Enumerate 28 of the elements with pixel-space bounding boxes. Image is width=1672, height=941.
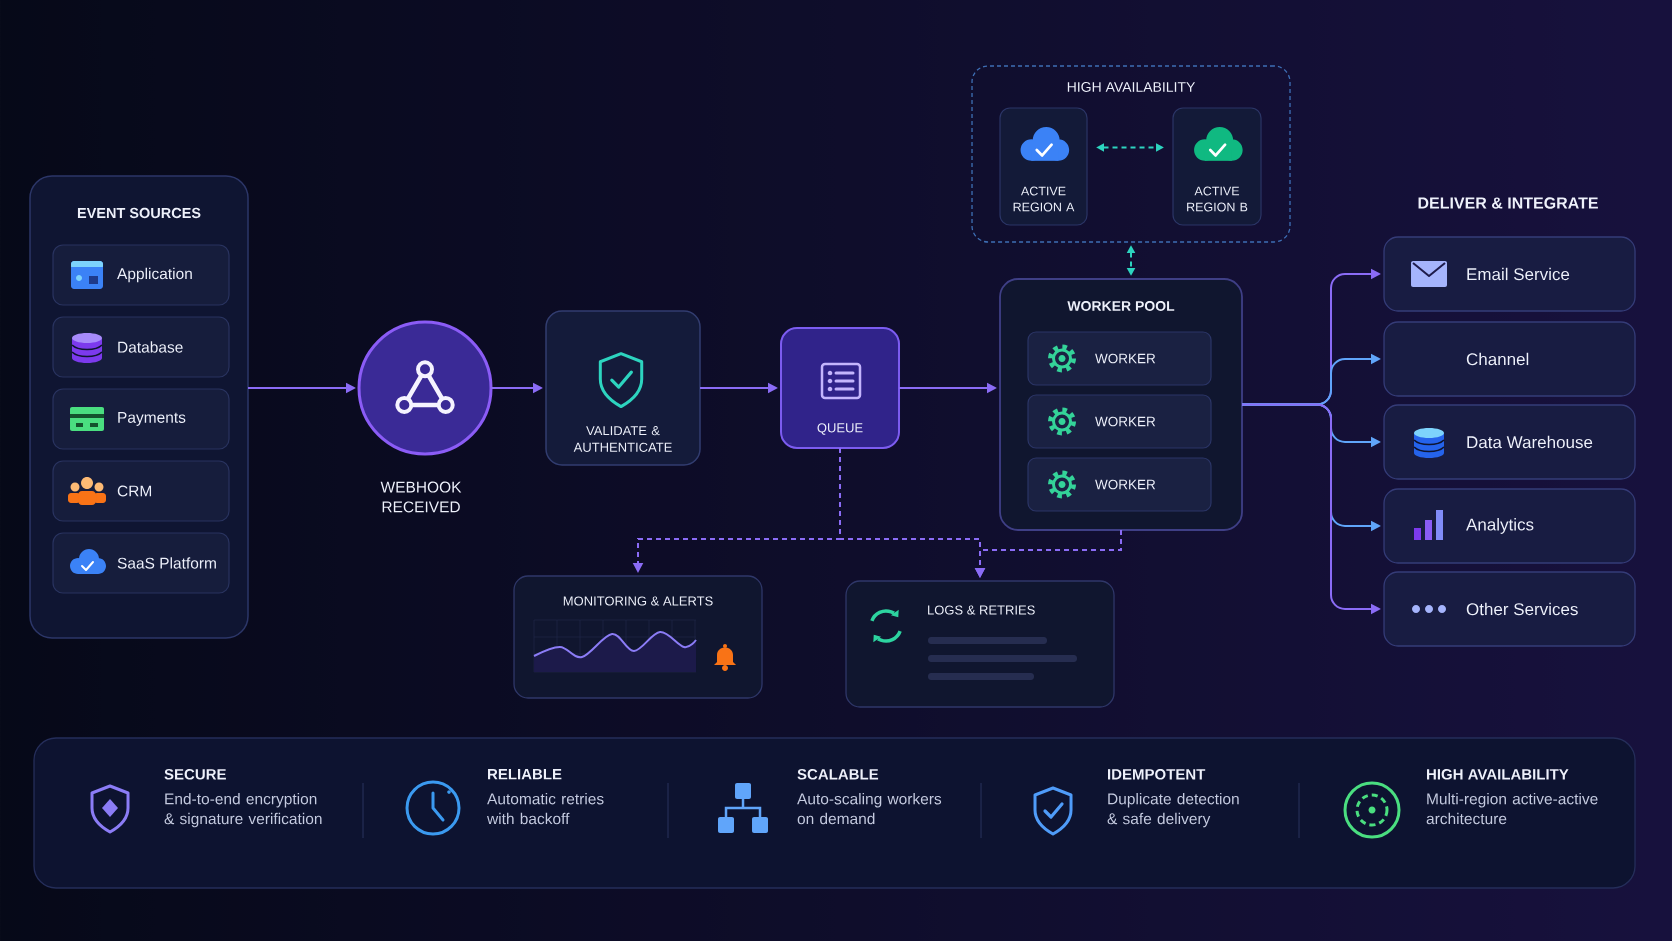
worker-card: WORKER <box>1027 394 1212 449</box>
section-heading: DELIVER & INTEGRATE <box>1418 197 1598 209</box>
service-card: Other Services <box>1383 571 1636 647</box>
step-label: WEBHOOK RECEIVED <box>380 481 462 513</box>
step-box: VALIDATE & AUTHENTICATE <box>545 310 701 466</box>
feature-title: RELIABLE <box>488 769 562 780</box>
service-card: Data Warehouse <box>1383 404 1636 480</box>
feature-text: Duplicate detection & safe delivery <box>1107 793 1239 828</box>
source-card: Payments <box>52 388 230 450</box>
feature-text: End-to-end encryption & signature verification <box>164 793 322 828</box>
source-card: SaaS Platform <box>52 532 230 594</box>
logs-card: LOGS & RETRIES <box>845 580 1115 708</box>
source-card: CRM <box>52 460 230 522</box>
service-card: Analytics <box>1383 488 1636 564</box>
feature-text: Multi-region active-active architecture <box>1426 793 1598 825</box>
service-card: Channel <box>1383 321 1636 397</box>
feature-title: SCALABLE <box>797 769 879 780</box>
feature-text: Auto-scaling workers on demand <box>797 793 942 825</box>
feature-text: Automatic retries with backoff <box>487 793 604 825</box>
feature-title: SECURE <box>164 769 226 780</box>
feature-title: HIGH AVAILABILITY <box>1427 769 1569 780</box>
queue-box: QUEUE <box>780 327 900 449</box>
source-card: Application <box>52 244 230 306</box>
worker-card: WORKER <box>1027 331 1212 386</box>
feature-title: IDEMPOTENT <box>1108 769 1206 780</box>
source-card: Database <box>52 316 230 378</box>
service-card: Email Service <box>1383 236 1636 312</box>
worker-card: WORKER <box>1027 457 1212 512</box>
